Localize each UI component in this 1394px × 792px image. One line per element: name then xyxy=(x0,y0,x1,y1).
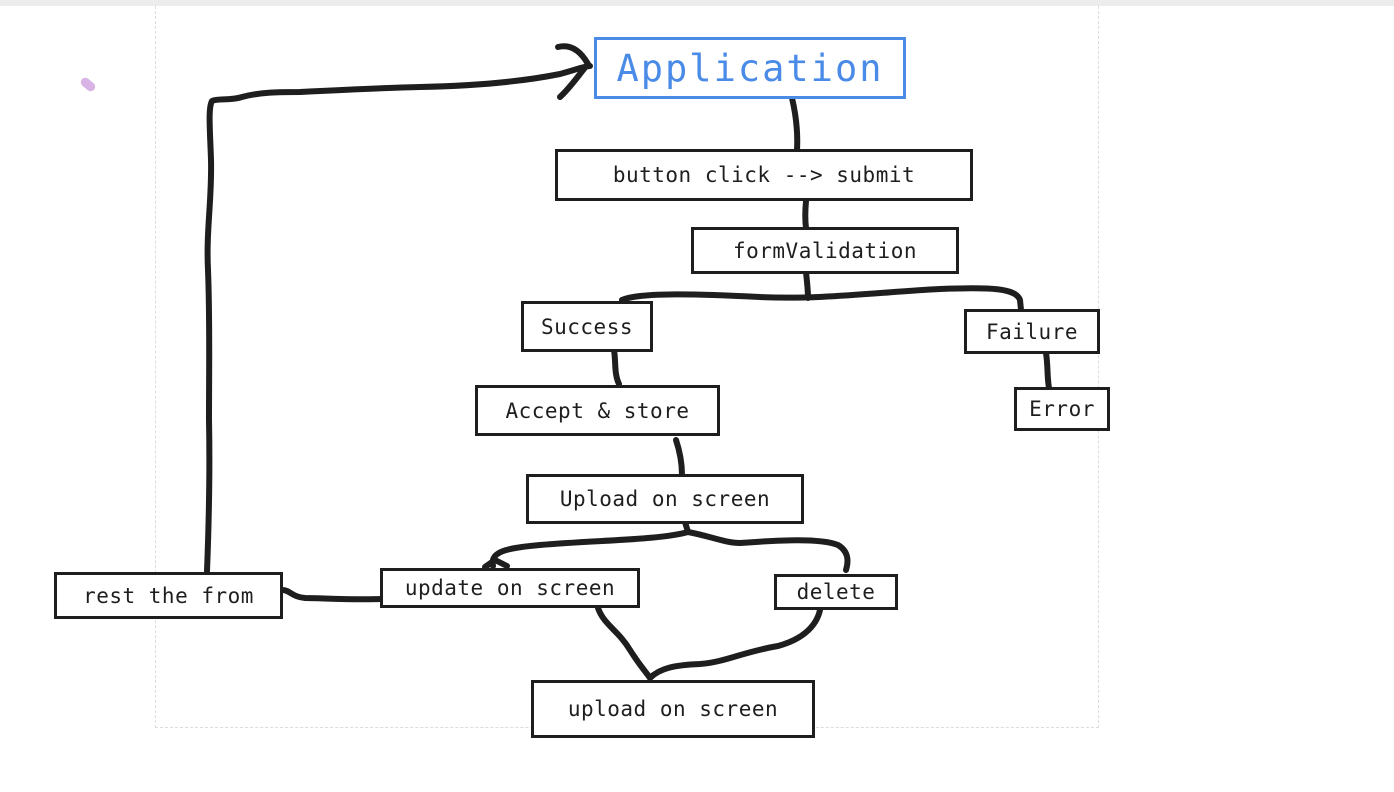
node-rest-the-from[interactable]: rest the from xyxy=(54,572,283,619)
node-delete[interactable]: delete xyxy=(774,574,898,610)
connector-reset-loop xyxy=(204,63,593,574)
node-upload-on-screen-1-label: Upload on screen xyxy=(559,487,771,511)
connector-upload-branch xyxy=(489,519,691,569)
top-toolbar-strip xyxy=(0,0,1394,6)
connector-failure-to-error xyxy=(1043,350,1052,391)
node-error[interactable]: Error xyxy=(1014,387,1110,431)
node-update-on-screen[interactable]: update on screen xyxy=(380,568,640,608)
node-button-click-label: button click --> submit xyxy=(612,163,916,187)
loop-arrowhead-icon xyxy=(555,43,591,100)
node-rest-the-from-label: rest the from xyxy=(83,583,254,608)
node-application[interactable]: Application xyxy=(594,37,906,99)
connector-branch-bar xyxy=(619,285,1024,313)
node-failure[interactable]: Failure xyxy=(964,309,1100,354)
connector-update-to-final xyxy=(595,605,653,681)
node-success-label: Success xyxy=(540,314,633,339)
node-success[interactable]: Success xyxy=(521,301,653,352)
connector-validation-to-branch xyxy=(803,269,811,301)
node-accept-store-label: Accept & store xyxy=(505,398,690,423)
connector-update-arrow-tick xyxy=(482,557,510,570)
node-error-label: Error xyxy=(1029,397,1095,421)
node-accept-store[interactable]: Accept & store xyxy=(475,385,720,436)
node-failure-label: Failure xyxy=(985,319,1078,344)
connector-button-to-validation xyxy=(802,198,809,231)
node-update-on-screen-label: update on screen xyxy=(404,576,616,600)
connector-app-to-button xyxy=(789,95,801,153)
node-upload-on-screen-2-label: upload on screen xyxy=(567,697,779,721)
node-upload-on-screen-1[interactable]: Upload on screen xyxy=(526,474,804,524)
node-application-label: Application xyxy=(616,46,884,90)
node-form-validation[interactable]: formValidation xyxy=(691,227,959,274)
node-delete-label: delete xyxy=(796,580,876,604)
connector-delete-to-final xyxy=(647,607,823,681)
node-button-click[interactable]: button click --> submit xyxy=(555,149,973,201)
node-upload-on-screen-2[interactable]: upload on screen xyxy=(531,680,815,738)
connector-accept-to-upload xyxy=(673,437,685,478)
node-form-validation-label: formValidation xyxy=(732,238,917,263)
connector-update-to-reset xyxy=(279,587,384,603)
connector-success-to-accept xyxy=(611,347,622,387)
connector-upload-branch-right xyxy=(685,529,851,573)
